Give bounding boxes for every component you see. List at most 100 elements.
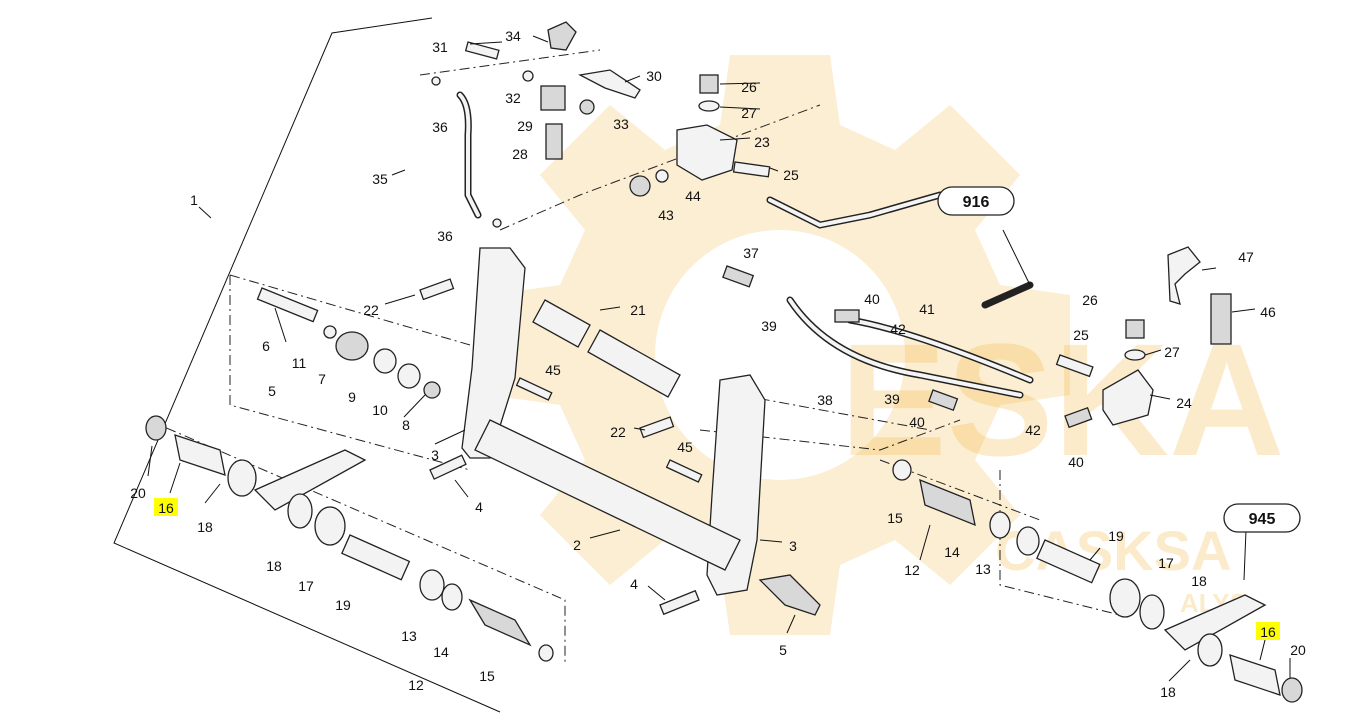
washer-32 — [522, 70, 534, 82]
nut-8 — [423, 381, 441, 399]
plug-26b — [1125, 319, 1145, 339]
callout-c27b: 27 — [1164, 344, 1180, 360]
callout-c2a: 2 — [573, 537, 581, 553]
callout-c39b: 39 — [884, 391, 900, 407]
left-side-plate — [461, 247, 526, 459]
callout-c16b: 16 — [1260, 624, 1276, 640]
callout-c27a: 27 — [741, 105, 757, 121]
ring-18a — [227, 459, 257, 497]
fitting-37 — [722, 265, 755, 288]
oring-11 — [323, 325, 337, 339]
reference-r916: 916 — [963, 194, 990, 211]
callout-c38: 38 — [817, 392, 833, 408]
oring-36b — [492, 218, 502, 228]
washer-15 — [538, 644, 554, 662]
callout-c18c: 18 — [1191, 573, 1207, 589]
block-24 — [1102, 369, 1154, 426]
callout-c12b: 12 — [904, 562, 920, 578]
callout-c1: 1 — [190, 192, 198, 208]
callout-c13b: 13 — [975, 561, 991, 577]
valve-29 — [540, 85, 566, 111]
block-23 — [676, 124, 738, 181]
callout-c31: 31 — [432, 39, 448, 55]
callout-c14b: 14 — [944, 544, 960, 560]
washer-27 — [698, 100, 720, 112]
ring-17 — [314, 506, 346, 546]
callout-c5b: 5 — [779, 642, 787, 658]
ring-18-right-b — [1197, 633, 1223, 667]
callout-c40c: 40 — [1068, 454, 1084, 470]
callout-c7: 7 — [318, 371, 326, 387]
left-parts — [145, 278, 554, 662]
callout-c41: 41 — [919, 301, 935, 317]
ring-9 — [373, 348, 397, 374]
nut-33 — [579, 99, 595, 115]
assembly-outline — [113, 17, 501, 713]
callout-c18a: 18 — [197, 519, 213, 535]
callout-c10: 10 — [372, 402, 388, 418]
upper-tube-b — [587, 329, 681, 398]
callout-c46: 46 — [1260, 304, 1276, 320]
callout-c22a: 22 — [363, 302, 379, 318]
callout-c29: 29 — [517, 118, 533, 134]
callout-c22b: 22 — [610, 424, 626, 440]
bolt-22-left — [419, 278, 455, 301]
fitting-28 — [545, 123, 563, 160]
washer-27b — [1124, 349, 1146, 361]
callout-c28: 28 — [512, 146, 528, 162]
callout-c17a: 17 — [298, 578, 314, 594]
ring-10 — [397, 363, 421, 389]
callout-c11: 11 — [292, 355, 307, 371]
callout-c26b: 26 — [1082, 292, 1098, 308]
callout-c39a: 39 — [761, 318, 777, 334]
right-parts — [639, 416, 1303, 703]
callout-c15a: 15 — [479, 668, 495, 684]
callout-c40b: 40 — [909, 414, 925, 430]
oring-36a — [431, 76, 441, 86]
reference-r945: 945 — [1249, 511, 1276, 528]
lever-30 — [577, 69, 641, 99]
bolt-4-left — [429, 454, 467, 480]
callout-c36a: 36 — [432, 119, 448, 135]
ring-18-right-a — [1139, 594, 1165, 630]
ring-14 — [441, 583, 463, 611]
callout-c42b: 42 — [1025, 422, 1041, 438]
callout-c18d: 18 — [1160, 684, 1176, 700]
plug-43 — [629, 175, 651, 197]
fitting-46 — [1210, 293, 1232, 345]
reference-bubble-r916 — [937, 186, 1015, 216]
callout-c19a: 19 — [335, 597, 351, 613]
callout-highlight — [154, 498, 178, 516]
callout-c3a: 3 — [431, 447, 439, 463]
callout-c44: 44 — [685, 188, 701, 204]
bolt-31 — [464, 41, 500, 60]
ring-14-right — [989, 511, 1011, 539]
dashed-brackets — [147, 49, 1121, 665]
callout-c45a: 45 — [545, 362, 561, 378]
callout-c30: 30 — [646, 68, 662, 84]
ring-17-right — [1109, 578, 1141, 618]
callout-c42a: 42 — [890, 321, 906, 337]
bolt-22-right — [639, 416, 675, 439]
link-plate-right — [1163, 594, 1267, 651]
washer-44 — [655, 169, 669, 183]
callout-c12a: 12 — [408, 677, 424, 693]
ring-18b — [287, 493, 313, 529]
plug-26 — [699, 74, 719, 94]
ring-13 — [419, 569, 445, 601]
callout-c25b: 25 — [1073, 327, 1089, 343]
pin-19-right — [1036, 539, 1101, 584]
callout-c43: 43 — [658, 207, 674, 223]
callout-c47: 47 — [1238, 249, 1254, 265]
bushing-7 — [335, 331, 369, 361]
pin-45-left — [515, 377, 553, 401]
reference-layer: 916 945 — [937, 186, 1301, 533]
bushing-12 — [468, 598, 532, 647]
bolt-5-right — [758, 574, 821, 616]
callout-c20b: 20 — [1290, 642, 1306, 658]
leader-lines — [147, 35, 1291, 682]
reference-bubble-r945 — [1223, 503, 1301, 533]
callout-c14a: 14 — [433, 644, 449, 660]
pin-45-right — [665, 459, 703, 483]
